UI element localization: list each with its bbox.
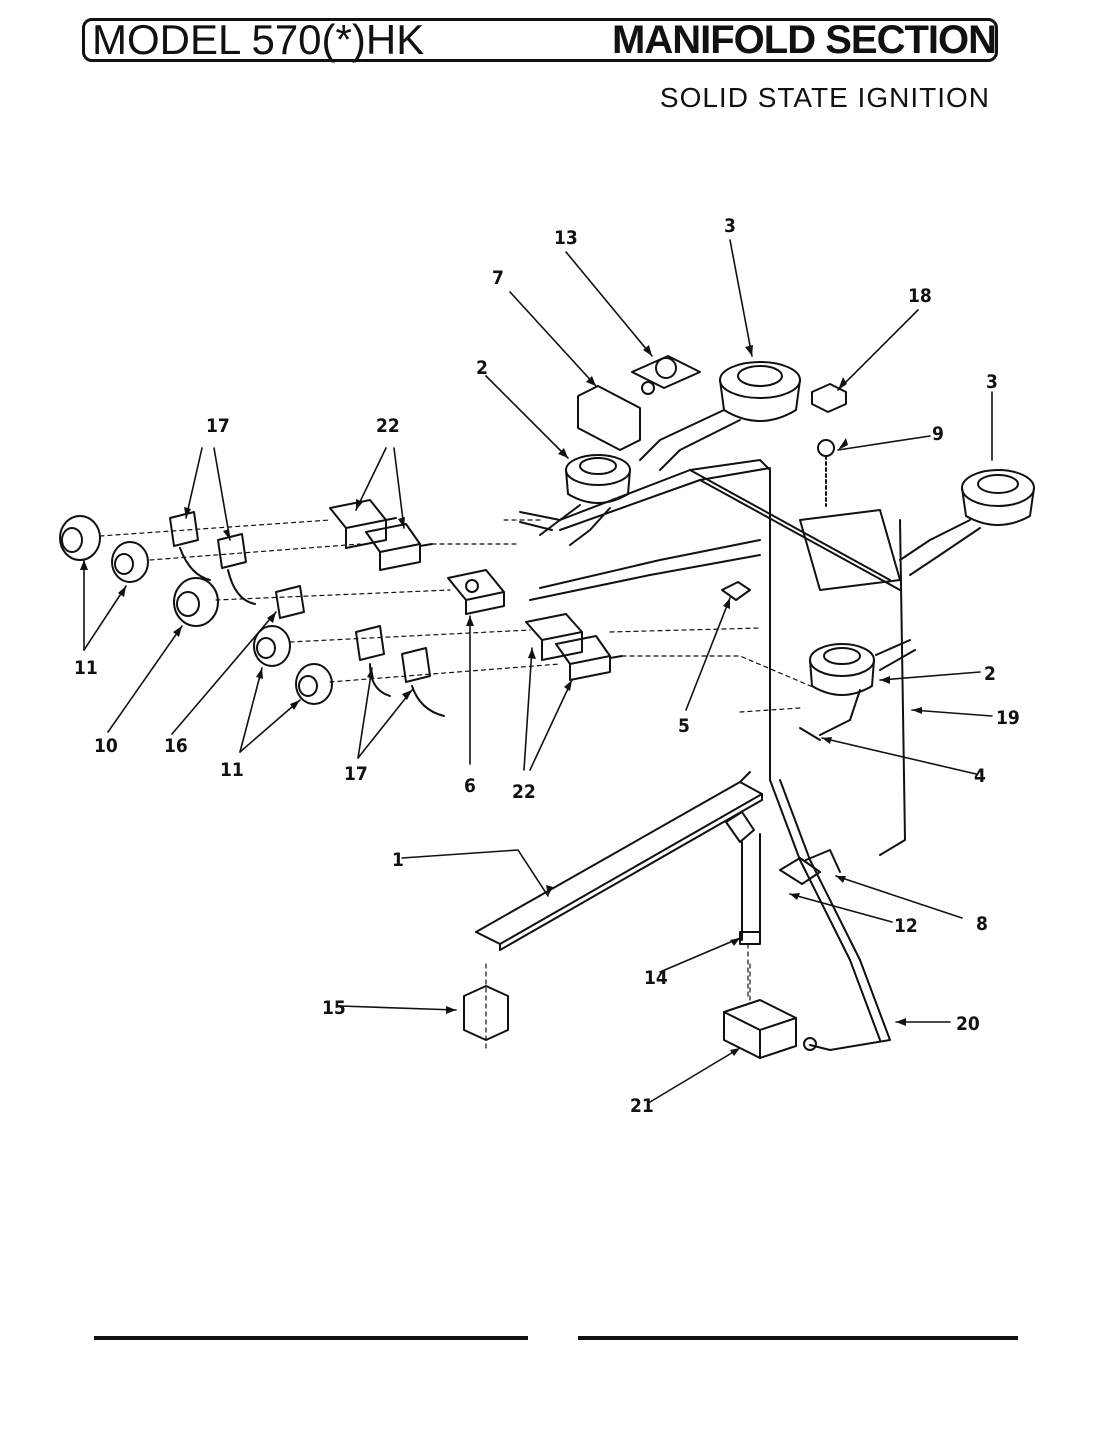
part-16 [275, 585, 305, 619]
callout-3-right: 3 [986, 371, 998, 393]
knob-11-b [111, 541, 149, 583]
switch-lower-1 [355, 625, 385, 661]
diagram-subtitle: SOLID STATE IGNITION [659, 82, 990, 113]
switch-upper-1 [169, 511, 199, 547]
burner-front-right [899, 469, 1035, 576]
knob-11-c [253, 625, 291, 667]
part-9 [817, 439, 835, 457]
part-15-bracket [463, 985, 509, 1041]
part-14 [739, 931, 761, 945]
callout-6: 6 [464, 775, 476, 797]
callout-22-lower: 22 [512, 781, 536, 803]
bracket-rear [577, 385, 641, 451]
part-5 [721, 581, 751, 601]
callout-2-rear: 2 [476, 357, 488, 379]
callout-17-upper: 17 [206, 415, 230, 437]
valve-center-6 [447, 569, 505, 615]
knob-11-a [59, 515, 101, 561]
burner-rear-left [519, 454, 631, 546]
callout-4: 4 [974, 765, 986, 787]
knob-11-d [295, 663, 333, 705]
header-frame [82, 18, 998, 62]
part-13 [631, 355, 701, 389]
burner-front-middle [799, 639, 916, 741]
knob-10 [173, 577, 219, 627]
callout-12: 12 [894, 915, 918, 937]
callout-21: 21 [630, 1095, 654, 1117]
part-12 [779, 857, 821, 885]
part-18 [811, 383, 847, 413]
burner-rear-right [639, 361, 801, 471]
pipe-19 [879, 519, 906, 856]
valve-group-upper [329, 499, 433, 571]
footer-rule-right [578, 1336, 1018, 1340]
callout-16: 16 [164, 735, 188, 757]
section-title: MANIFOLD SECTION [612, 18, 997, 62]
callout-11-lower: 11 [220, 759, 244, 781]
callout-13: 13 [554, 227, 578, 249]
callout-5: 5 [678, 715, 690, 737]
switch-lower-2 [401, 647, 431, 683]
switch-upper-2 [217, 533, 247, 569]
callout-8: 8 [976, 913, 988, 935]
callout-7: 7 [492, 267, 504, 289]
model-title: MODEL 570(*)HK [92, 16, 425, 63]
callout-14: 14 [644, 967, 668, 989]
callout-15: 15 [322, 997, 346, 1019]
callout-19: 19 [996, 707, 1020, 729]
callout-9: 9 [932, 423, 944, 445]
callout-18: 18 [908, 285, 932, 307]
callout-22-upper: 22 [376, 415, 400, 437]
callout-17-lower: 17 [344, 763, 368, 785]
footer-rule-left [94, 1336, 528, 1340]
valve-group-lower [525, 613, 623, 681]
part-8 [805, 849, 841, 873]
pilot-valve-21 [723, 999, 817, 1059]
callout-1: 1 [392, 849, 404, 871]
callout-2-front: 2 [984, 663, 996, 685]
callout-3-rear: 3 [724, 215, 736, 237]
callout-11-upper: 11 [74, 657, 98, 679]
pipe-20 [779, 779, 891, 1051]
burner-tube-1 [475, 771, 763, 951]
callout-10: 10 [94, 735, 118, 757]
callout-20: 20 [956, 1013, 980, 1035]
